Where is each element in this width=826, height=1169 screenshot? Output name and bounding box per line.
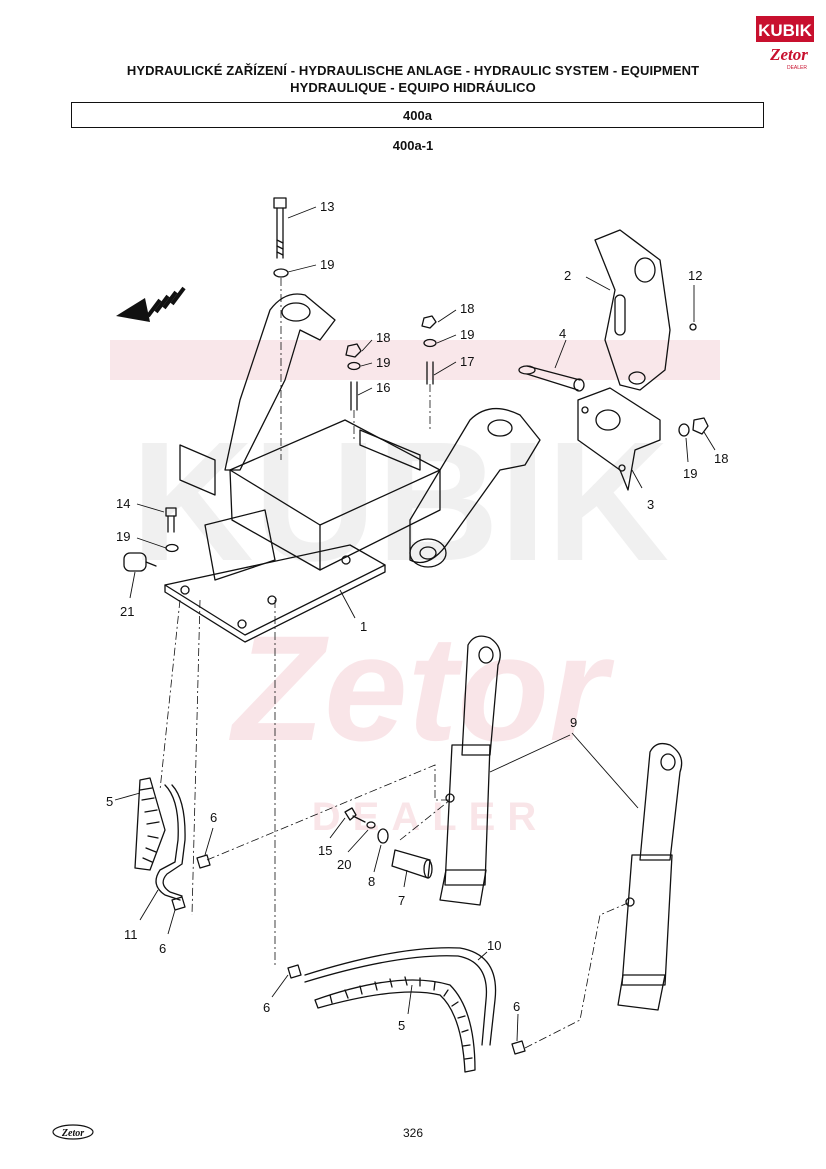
- bolt-15: [344, 807, 366, 823]
- kubik-zetor-logo: KUBIK Zetor DEALER: [756, 16, 814, 71]
- washer-19-top: [273, 268, 289, 278]
- part-label-6: 6: [159, 941, 166, 956]
- part-label-4: 4: [559, 326, 566, 341]
- logo-brand-text: KUBIK: [758, 21, 813, 40]
- nut-12: [689, 323, 697, 331]
- spiral-guard-5-left: [134, 777, 166, 871]
- bracket-2: [594, 229, 671, 391]
- part-label-6: 6: [513, 999, 520, 1014]
- part-label-8: 8: [368, 874, 375, 889]
- page-title-line2: HYDRAULIQUE - EQUIPO HIDRÁULICO: [290, 80, 536, 95]
- part-label-7: 7: [398, 893, 405, 908]
- connection-lines: [159, 278, 631, 1049]
- fitting-6-d: [511, 1040, 526, 1055]
- hydraulic-cylinder-9-left: [439, 635, 501, 906]
- part-label-13: 13: [320, 199, 334, 214]
- logo-zetor-text: Zetor: [769, 45, 808, 64]
- dealer-watermark: KUBIK Zetor DEALER: [110, 340, 720, 839]
- part-label-3: 3: [647, 497, 654, 512]
- part-label-12: 12: [688, 268, 702, 283]
- watermark-brand: KUBIK: [131, 407, 669, 597]
- subsection-code: 400a-1: [392, 138, 434, 153]
- part-label-17: 17: [460, 354, 474, 369]
- washer-19-top-right: [423, 338, 437, 348]
- fitting-6-b: [171, 896, 186, 911]
- part-label-11: 11: [124, 927, 138, 942]
- part-labels: 13 19 2 12 4 18 19 17 18 19 16 3 19 18 1…: [106, 199, 728, 1033]
- part-label-19: 19: [376, 355, 390, 370]
- fitting-6-c: [287, 964, 302, 979]
- part-label-14: 14: [116, 496, 130, 511]
- logo-tagline: DEALER: [787, 65, 807, 71]
- washer-19-mid: [347, 361, 361, 371]
- part-label-18: 18: [460, 301, 474, 316]
- part-label-2: 2: [564, 268, 571, 283]
- hose-10: [304, 947, 497, 1046]
- bolt-13: [273, 197, 287, 259]
- nut-18-right: [692, 417, 709, 435]
- part-label-20: 20: [337, 857, 351, 872]
- hydraulic-cylinder-9-right: [617, 742, 683, 1011]
- stud-17: [426, 361, 434, 385]
- part-label-6: 6: [210, 810, 217, 825]
- part-label-18: 18: [376, 330, 390, 345]
- housing-base-plate-1: [164, 544, 386, 643]
- part-label-19: 19: [116, 529, 130, 544]
- pin-4: [518, 365, 585, 392]
- pin-7: [391, 849, 433, 879]
- part-label-1: 1: [360, 619, 367, 634]
- part-label-16: 16: [376, 380, 390, 395]
- footer-logo-text: Zetor: [61, 1128, 84, 1139]
- page-title-line1: HYDRAULICKÉ ZAŘÍZENÍ - HYDRAULISCHE ANLA…: [126, 63, 700, 78]
- spiral-guard-5-bottom: [314, 976, 476, 1073]
- part-label-18: 18: [714, 451, 728, 466]
- leader-lines: [114, 206, 716, 1042]
- direction-arrow-icon: [116, 286, 186, 322]
- washer-8: [377, 828, 389, 844]
- part-label-5: 5: [106, 794, 113, 809]
- nut-18-left: [345, 343, 362, 358]
- hose-11: [155, 784, 186, 901]
- page-number: 326: [402, 1126, 424, 1140]
- footer-zetor-logo: Zetor: [52, 1124, 94, 1140]
- part-label-9: 9: [570, 715, 577, 730]
- part-label-10: 10: [487, 938, 501, 953]
- part-label-6: 6: [263, 1000, 270, 1015]
- watermark-dealer: DEALER: [312, 795, 548, 839]
- washer-20: [366, 821, 376, 829]
- part-label-21: 21: [120, 604, 134, 619]
- nut-18-top: [421, 315, 437, 329]
- bolt-14: [165, 507, 177, 533]
- washer-19-right: [678, 423, 690, 437]
- watermark-zetor: Zetor: [229, 604, 616, 772]
- lift-arms-housing: [179, 293, 541, 581]
- part-label-19: 19: [460, 327, 474, 342]
- part-label-5: 5: [398, 1018, 405, 1033]
- breather-cap-21: [123, 552, 157, 572]
- part-label-15: 15: [318, 843, 332, 858]
- part-label-19: 19: [320, 257, 334, 272]
- stud-16: [350, 381, 358, 411]
- bracket-3: [577, 387, 661, 491]
- section-code-box: 400a: [71, 102, 764, 128]
- fitting-6-a: [196, 854, 211, 869]
- part-label-19: 19: [683, 466, 697, 481]
